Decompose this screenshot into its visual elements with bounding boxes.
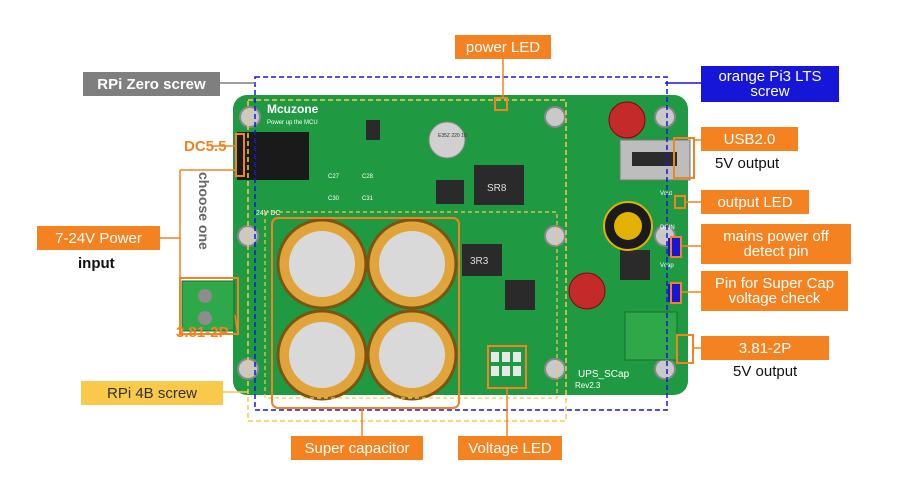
label-terminal-in: 3.81-2P <box>176 324 229 341</box>
chip <box>505 280 535 310</box>
dc-jack <box>237 132 309 180</box>
label-orange-pi: orange Pi3 LTS screw <box>701 66 839 102</box>
chip <box>436 180 464 204</box>
label-terminal-out-sub: 5V output <box>733 363 798 380</box>
label-super-capacitor: Super capacitor <box>291 436 423 460</box>
label-usb: USB2.0 <box>701 127 798 151</box>
pin-label-vout: Vout <box>660 191 672 197</box>
chip <box>366 120 380 140</box>
mounting-holes <box>237 106 676 380</box>
electrolytic-cap <box>568 272 606 310</box>
board-revision: Rev2.3 <box>575 381 601 390</box>
usb-port-slot <box>632 152 677 166</box>
terminal-screw-icon <box>198 289 212 303</box>
chip <box>620 250 650 280</box>
board-tagline: Power up the MCU <box>267 120 318 126</box>
label-mains-detect: mains power off detect pin <box>701 224 851 264</box>
label-output-led: output LED <box>701 190 809 214</box>
leader-lines <box>160 58 701 437</box>
label-terminal-out: 3.81-2P <box>701 336 829 360</box>
electrolytic-cap <box>608 101 646 139</box>
label-rpi-zero: RPi Zero screw <box>83 72 220 96</box>
output-terminal <box>624 311 678 361</box>
label-power-input: 7-24V Power <box>37 226 160 250</box>
cap-ref-0: C27 <box>328 174 340 180</box>
label-dc55: DC5.5 <box>184 138 227 155</box>
board-model: UPS_SCap <box>578 369 630 380</box>
dc-silk: 24V DC <box>256 210 281 217</box>
electrolytic-cap <box>428 121 466 159</box>
qc-seal-center <box>614 212 642 240</box>
terminal-screw-icon <box>198 311 212 325</box>
label-supercap-pin: Pin for Super Cap voltage check <box>701 271 848 311</box>
voltage-leds <box>491 352 521 376</box>
cap-ref-1: C28 <box>362 174 374 180</box>
cap-ref-2: C30 <box>328 196 340 202</box>
super-capacitors <box>276 218 458 401</box>
inductor-1-marking: SR8 <box>487 183 507 194</box>
label-usb-sub: 5V output <box>715 155 780 172</box>
orange-pi-outline <box>254 76 668 411</box>
inductor-2-marking: 3R3 <box>470 256 489 267</box>
cap-marking: E35Z 220 10 <box>438 133 467 139</box>
label-rpi4b: RPi 4B screw <box>81 381 223 405</box>
label-choose-one: choose one <box>196 172 212 250</box>
cap-ref-3: C31 <box>362 196 374 202</box>
inductor-sr8 <box>474 165 524 205</box>
label-power-led: power LED <box>455 35 551 59</box>
rpi-zero-outline <box>264 211 558 399</box>
label-voltage-led: Voltage LED <box>458 436 562 460</box>
board-brand: Mcuzone <box>267 102 319 116</box>
highlight-boxes <box>179 97 695 409</box>
label-power-input-sub: input <box>78 255 115 272</box>
inductor-3r3 <box>462 244 502 276</box>
